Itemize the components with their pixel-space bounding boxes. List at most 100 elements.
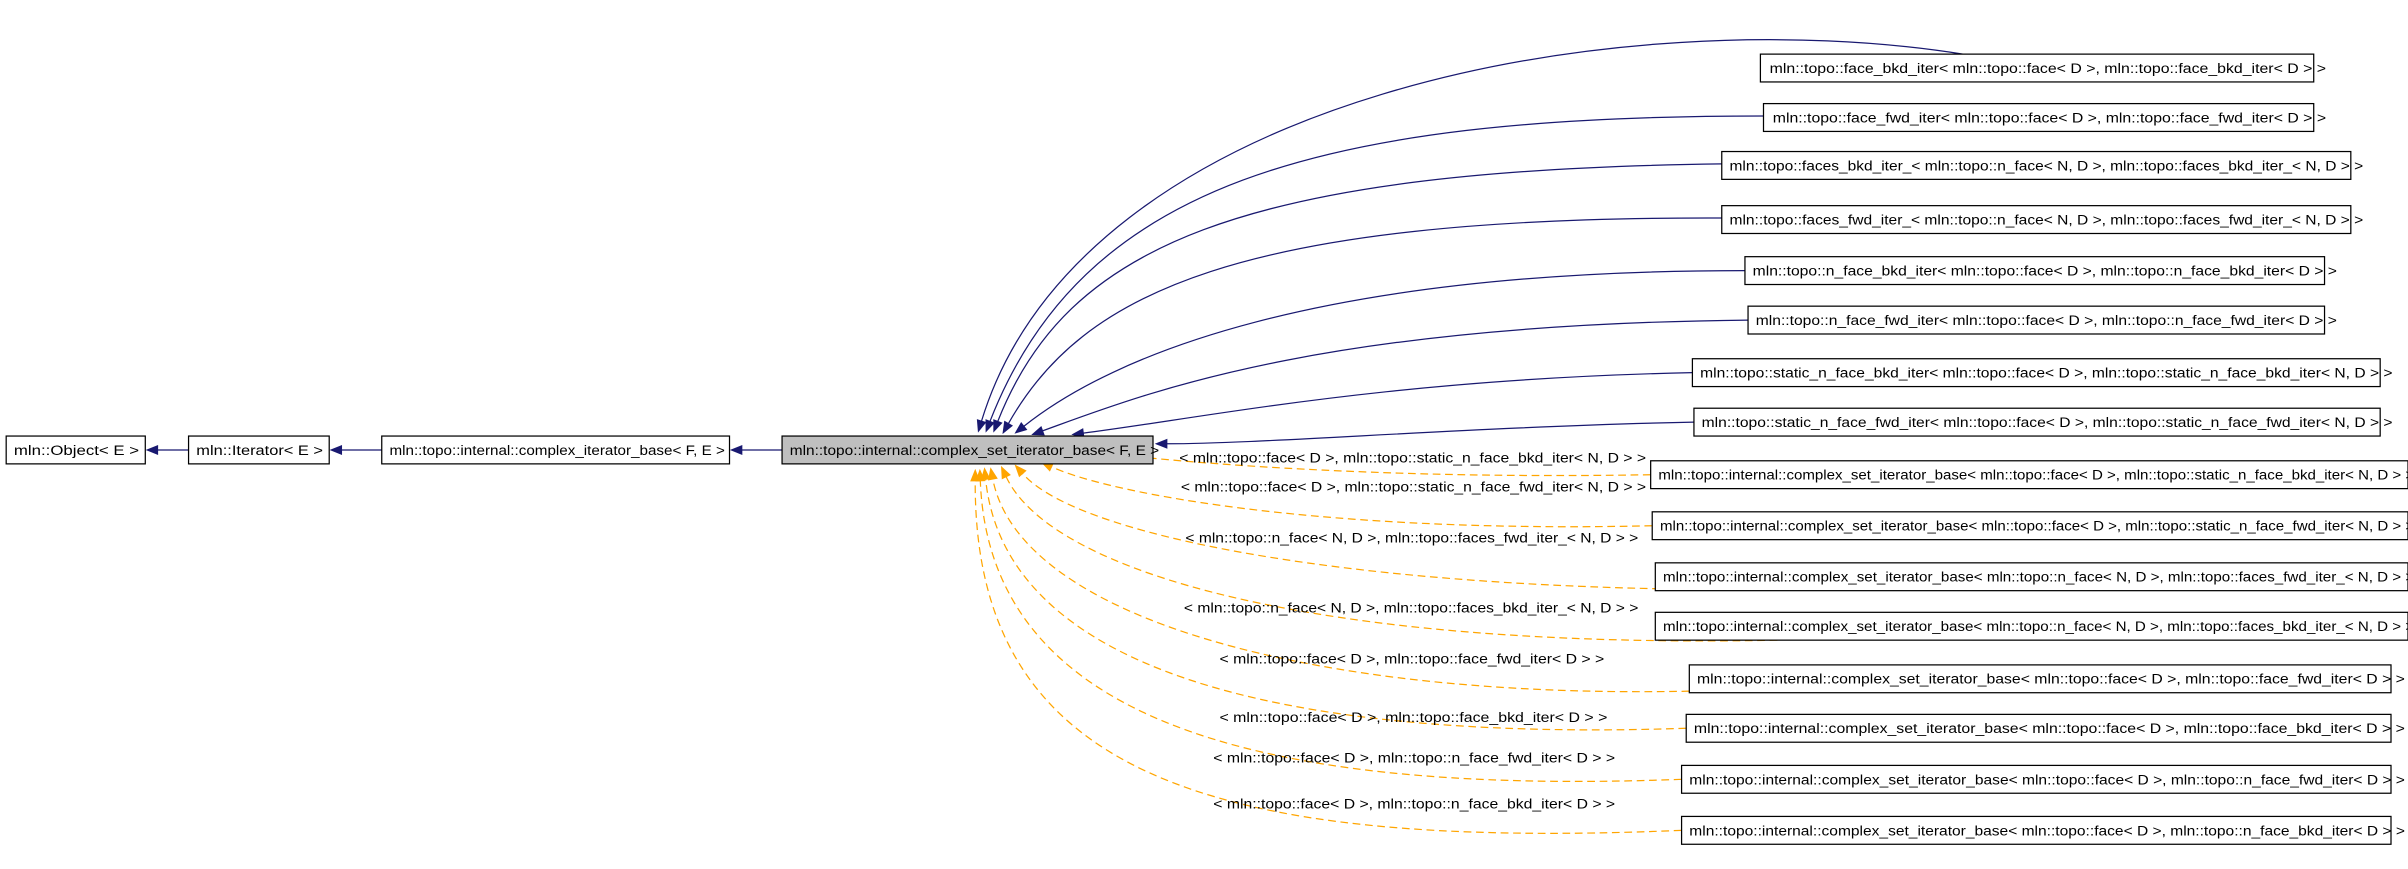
base-class-node-label: mln::topo::internal::complex_iterator_ba… — [389, 442, 724, 458]
template-instance-node-box — [1685, 713, 2392, 743]
derived-class-node-box — [1721, 205, 2352, 235]
template-instance-node-label: mln::topo::internal::complex_set_iterato… — [1697, 671, 2405, 687]
derived-class-node-label: mln::topo::face_fwd_iter< mln::topo::fac… — [1773, 109, 2326, 125]
base-class-node[interactable]: mln::Object< E > — [5, 435, 146, 465]
template-instance-node-box — [1680, 764, 2392, 794]
inheritance-edge-arrowhead — [145, 444, 159, 455]
edge-label: < mln::topo::n_face< N, D >, mln::topo::… — [1185, 530, 1638, 546]
edge-label: < mln::topo::face< D >, mln::topo::face_… — [1219, 650, 1604, 666]
derived-class-node-box — [1693, 407, 2381, 437]
inheritance-edge — [1023, 269, 1745, 427]
inheritance-edge — [997, 163, 1722, 422]
template-instance-node-box — [1651, 511, 2408, 541]
template-instance-node[interactable]: mln::topo::internal::complex_set_iterato… — [1654, 611, 2408, 641]
template-instance-node[interactable]: mln::topo::internal::complex_set_iterato… — [1680, 764, 2405, 794]
template-instance-node-label: mln::topo::internal::complex_set_iterato… — [1660, 518, 2408, 534]
derived-class-node-label: mln::topo::face_bkd_iter< mln::topo::fac… — [1770, 60, 2326, 76]
template-instance-edge-arrowhead — [987, 467, 998, 481]
derived-class-node-box — [1691, 358, 2381, 388]
derived-class-node-label: mln::topo::n_face_fwd_iter< mln::topo::f… — [1756, 312, 2337, 328]
edge-label: < mln::topo::face< D >, mln::topo::n_fac… — [1213, 796, 1615, 812]
base-class-node-box — [381, 435, 731, 465]
derived-class-node-box — [1759, 53, 2315, 83]
template-instance-node-label: mln::topo::internal::complex_set_iterato… — [1658, 467, 2408, 483]
derived-class-node-box — [1762, 102, 2315, 133]
template-instance-edge — [1005, 476, 1778, 642]
inheritance-edge-arrowhead — [329, 444, 343, 455]
template-instance-edge — [979, 480, 1682, 782]
template-instance-node[interactable]: mln::topo::internal::complex_set_iterato… — [1651, 511, 2408, 541]
template-instance-node-box — [1654, 611, 2408, 641]
base-class-node-box — [5, 435, 146, 465]
inheritance-edge — [989, 115, 1764, 422]
inheritance-edge — [1007, 217, 1722, 424]
inheritance-edge-arrowhead — [1002, 420, 1013, 435]
edge-label: < mln::topo::face< D >, mln::topo::face_… — [1219, 709, 1607, 725]
base-class-node[interactable]: mln::Iterator< E > — [187, 435, 330, 465]
derived-class-node-label: mln::topo::static_n_face_bkd_iter< mln::… — [1700, 365, 2392, 381]
template-instance-node-label: mln::topo::internal::complex_set_iterato… — [1689, 822, 2405, 838]
inheritance-edge-arrowhead — [1014, 422, 1028, 434]
derived-class-node[interactable]: mln::topo::n_face_fwd_iter< mln::topo::f… — [1747, 305, 2337, 335]
inheritance-edge-arrowhead — [1031, 425, 1045, 436]
derived-class-node-label: mln::topo::static_n_face_fwd_iter< mln::… — [1702, 414, 2393, 430]
template-instance-node[interactable]: mln::topo::internal::complex_set_iterato… — [1688, 664, 2405, 694]
template-instance-edge — [1022, 473, 1809, 591]
inheritance-edge-arrowhead — [993, 419, 1003, 433]
inheritance-edge-arrowhead — [976, 419, 987, 433]
base-class-node-box — [187, 435, 330, 465]
template-instance-node-box — [1680, 815, 2392, 845]
edge-label: < mln::topo::face< D >, mln::topo::stati… — [1181, 479, 1646, 495]
template-instance-node-label: mln::topo::internal::complex_set_iterato… — [1694, 720, 2405, 736]
base-class-node[interactable]: mln::topo::internal::complex_iterator_ba… — [381, 435, 731, 465]
derived-class-node-box — [1721, 150, 2352, 180]
inheritance-edge — [1042, 319, 1749, 432]
template-instance-edge — [992, 479, 1690, 693]
inheritance-edge-arrowhead — [729, 444, 743, 455]
derived-class-node-label: mln::topo::n_face_bkd_iter< mln::topo::f… — [1753, 263, 2337, 279]
edge-label: < mln::topo::n_face< N, D >, mln::topo::… — [1184, 599, 1638, 615]
derived-class-node[interactable]: mln::topo::faces_fwd_iter_< mln::topo::n… — [1721, 205, 2363, 235]
template-instance-node[interactable]: mln::topo::internal::complex_set_iterato… — [1685, 713, 2405, 743]
template-instance-node-label: mln::topo::internal::complex_set_iterato… — [1689, 771, 2405, 787]
template-instance-node[interactable]: mln::topo::internal::complex_set_iterato… — [1654, 562, 2408, 592]
inheritance-edge-arrowhead — [985, 419, 995, 433]
current-class-node[interactable]: mln::topo::internal::complex_set_iterato… — [781, 435, 1159, 465]
base-class-node-label: mln::Iterator< E > — [196, 442, 323, 458]
inheritance-edge — [1166, 421, 1694, 445]
template-instance-edge — [1051, 466, 1653, 528]
current-class-node-label: mln::topo::internal::complex_set_iterato… — [790, 442, 1159, 458]
edge-label: < mln::topo::face< D >, mln::topo::n_fac… — [1213, 749, 1615, 765]
template-instance-edge — [974, 480, 1682, 834]
inheritance-edge — [1083, 372, 1693, 434]
inheritance-edge — [980, 39, 1963, 422]
derived-class-node-box — [1747, 305, 2326, 335]
template-instance-node[interactable]: mln::topo::internal::complex_set_iterato… — [1650, 460, 2408, 490]
derived-class-node-box — [1744, 256, 2326, 286]
derived-class-node[interactable]: mln::topo::static_n_face_fwd_iter< mln::… — [1693, 407, 2393, 437]
derived-class-node-label: mln::topo::faces_bkd_iter_< mln::topo::n… — [1729, 157, 2363, 173]
base-class-node-label: mln::Object< E > — [14, 442, 139, 458]
template-instance-edge-arrowhead — [970, 468, 981, 482]
template-instance-edge-arrowhead — [980, 467, 991, 481]
template-instance-node-box — [1654, 562, 2408, 592]
derived-class-node[interactable]: mln::topo::n_face_bkd_iter< mln::topo::f… — [1744, 256, 2337, 286]
template-instance-edge — [1126, 455, 1651, 477]
template-instance-node-label: mln::topo::internal::complex_set_iterato… — [1663, 618, 2408, 634]
derived-class-node[interactable]: mln::topo::face_fwd_iter< mln::topo::fac… — [1762, 102, 2326, 133]
template-instance-node[interactable]: mln::topo::internal::complex_set_iterato… — [1680, 815, 2405, 845]
edges — [145, 39, 1963, 834]
template-instance-node-box — [1688, 664, 2392, 694]
edge-label: < mln::topo::face< D >, mln::topo::stati… — [1179, 449, 1646, 465]
nodes: mln::Object< E >mln::Iterator< E >mln::t… — [5, 53, 2408, 845]
template-instance-edge-arrowhead — [1014, 464, 1027, 478]
template-instance-node-box — [1650, 460, 2408, 490]
template-instance-node-label: mln::topo::internal::complex_set_iterato… — [1663, 569, 2408, 585]
current-class-node-box — [781, 435, 1154, 465]
derived-class-node[interactable]: mln::topo::static_n_face_bkd_iter< mln::… — [1691, 358, 2393, 388]
template-instance-edge-arrowhead — [1000, 465, 1011, 480]
derived-class-node[interactable]: mln::topo::faces_bkd_iter_< mln::topo::n… — [1721, 150, 2363, 180]
derived-class-node[interactable]: mln::topo::face_bkd_iter< mln::topo::fac… — [1759, 53, 2326, 83]
edge-labels: < mln::topo::face< D >, mln::topo::stati… — [1179, 449, 1646, 811]
